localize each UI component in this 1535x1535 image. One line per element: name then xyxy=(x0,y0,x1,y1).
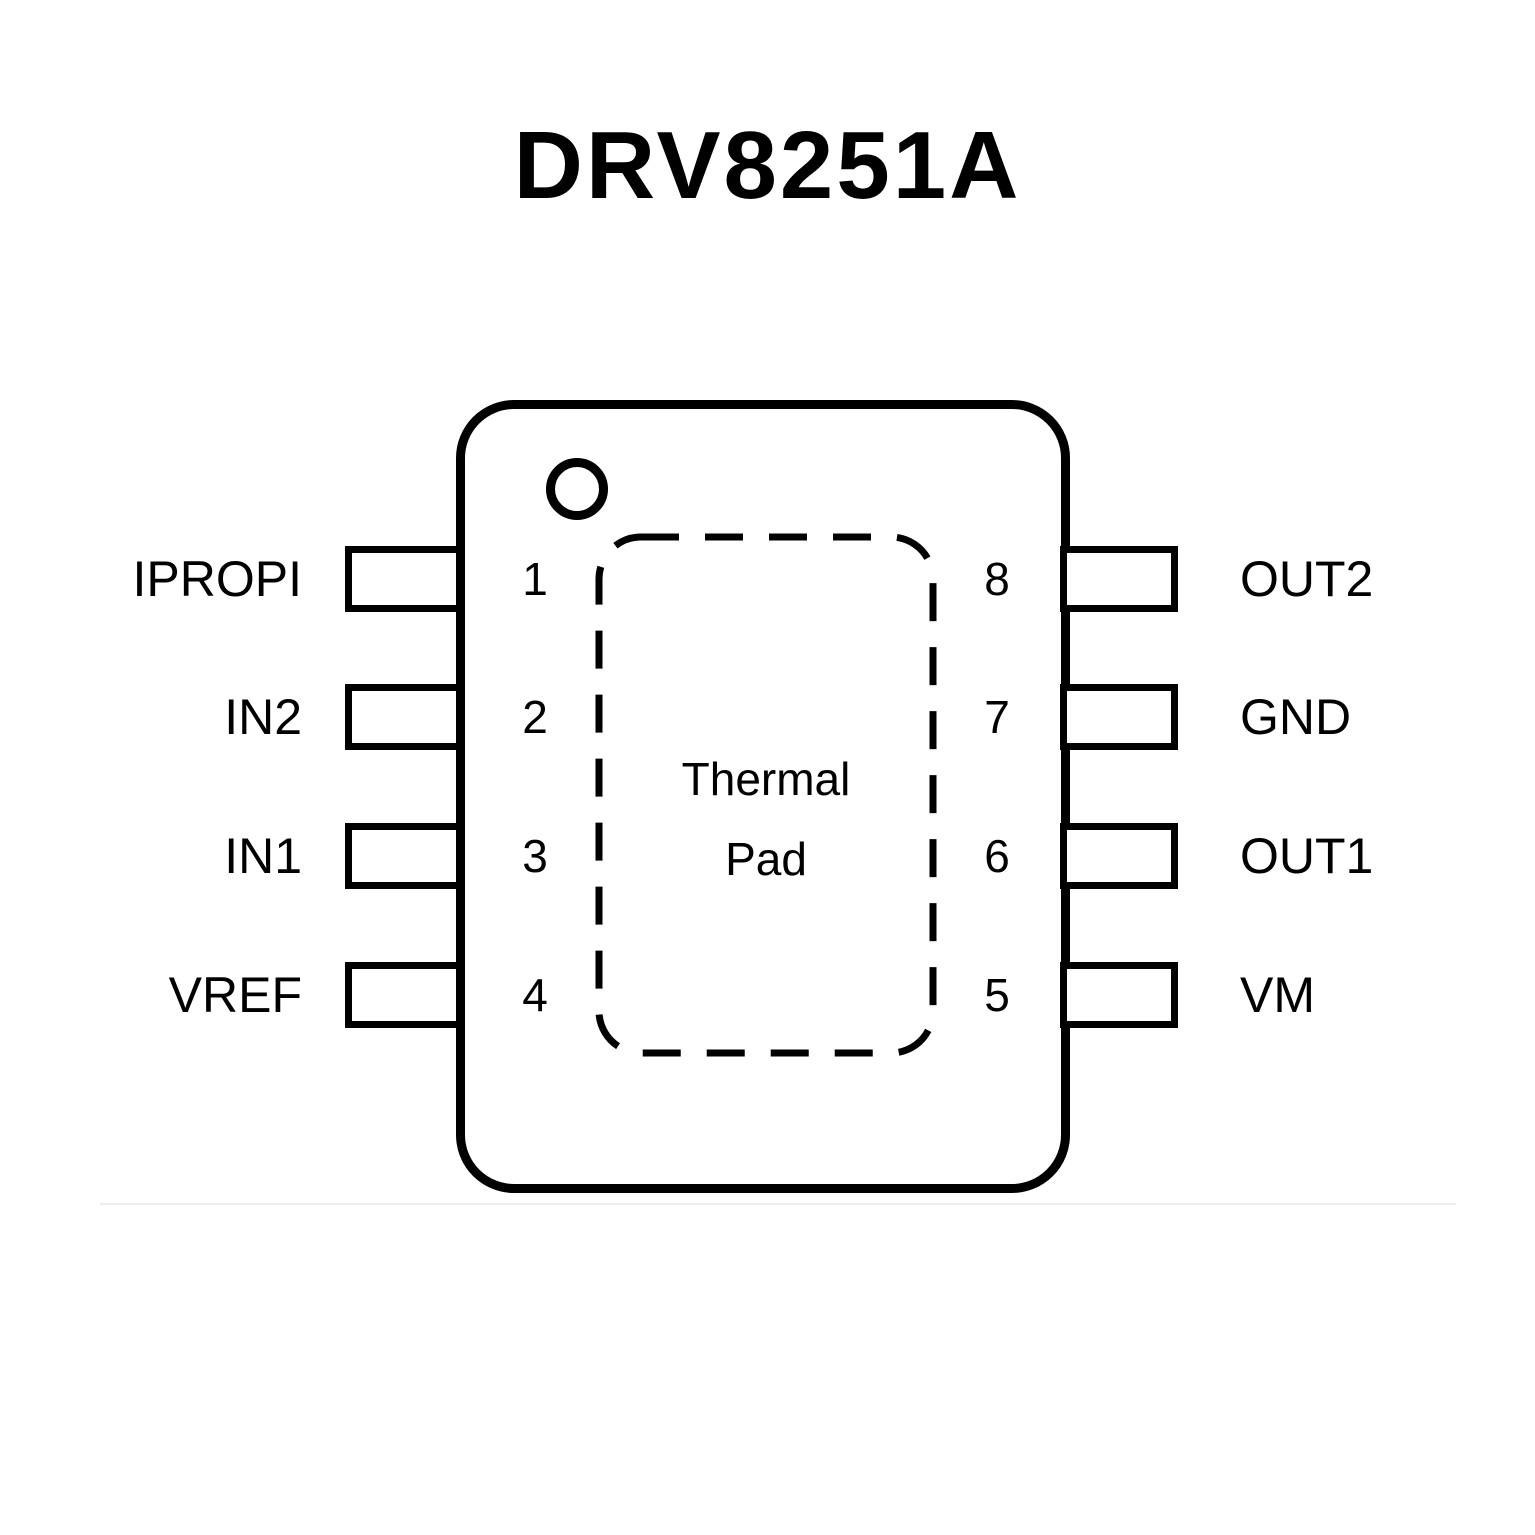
pin-number-2: 2 xyxy=(522,691,548,743)
pin-pad-3 xyxy=(345,823,463,889)
chip-title: DRV8251A xyxy=(513,112,1022,219)
pin-label-gnd: GND xyxy=(1240,689,1352,745)
pin1-indicator-icon xyxy=(546,458,608,520)
pin-label-vm: VM xyxy=(1240,967,1315,1023)
thermal-pad-outline xyxy=(595,533,937,1057)
thermal-pad-label-line1: Thermal xyxy=(681,753,851,805)
pin-number-5: 5 xyxy=(984,969,1010,1021)
pin-label-in2: IN2 xyxy=(224,689,302,745)
page-divider-line xyxy=(100,1203,1456,1205)
pin-number-1: 1 xyxy=(522,553,548,605)
chip-package-outline xyxy=(456,400,1070,1193)
pin-pad-8 xyxy=(1060,546,1178,612)
pin-label-out2: OUT2 xyxy=(1240,551,1374,607)
pin-pad-5 xyxy=(1060,962,1178,1028)
pin-pad-1 xyxy=(345,546,463,612)
pin-number-3: 3 xyxy=(522,830,548,882)
pin-number-8: 8 xyxy=(984,553,1010,605)
pin-label-in1: IN1 xyxy=(224,828,302,884)
pin-pad-6 xyxy=(1060,823,1178,889)
pin-pad-7 xyxy=(1060,684,1178,750)
pin-pad-4 xyxy=(345,962,463,1028)
thermal-pad-label-line2: Pad xyxy=(725,833,807,885)
pin-number-7: 7 xyxy=(984,691,1010,743)
pin-label-vref: VREF xyxy=(168,967,302,1023)
pin-number-6: 6 xyxy=(984,830,1010,882)
pin-pad-2 xyxy=(345,684,463,750)
pin-label-ipropi: IPROPI xyxy=(132,551,302,607)
pin-number-4: 4 xyxy=(522,969,548,1021)
pin-label-out1: OUT1 xyxy=(1240,828,1374,884)
